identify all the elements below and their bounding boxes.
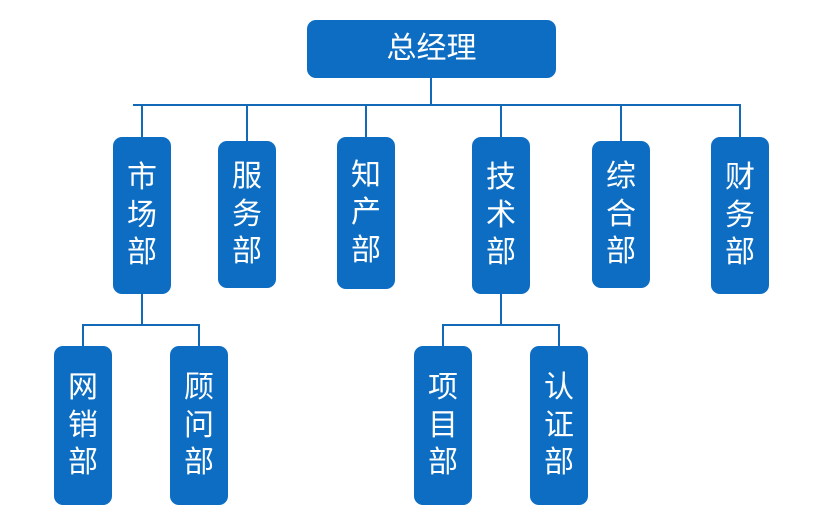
connector-level1-bus	[133, 104, 741, 106]
org-node-label-char: 目	[428, 408, 458, 442]
org-node-label-char: 部	[606, 235, 636, 269]
org-node-label-char: 销	[68, 408, 98, 442]
org-node-project[interactable]: 项目部	[414, 346, 472, 505]
org-node-label-char: 顾	[184, 371, 214, 405]
connector-drop-general	[620, 104, 622, 142]
org-node-label-char: 部	[351, 233, 381, 267]
org-node-tech[interactable]: 技术部	[472, 137, 530, 294]
connector-gm-stem	[430, 78, 432, 105]
org-node-cert[interactable]: 认证部	[530, 346, 588, 505]
org-node-label-char: 证	[544, 408, 574, 442]
connector-drop-cert	[558, 324, 560, 347]
org-node-label-char: 务	[232, 197, 262, 231]
org-node-label-char: 部	[428, 446, 458, 480]
connector-marketing-bus	[82, 324, 200, 326]
connector-tech-stem	[500, 294, 502, 325]
org-node-label-char: 项	[428, 371, 458, 405]
org-node-label-char: 服	[232, 160, 262, 194]
org-node-label-char: 市	[127, 161, 157, 195]
org-node-label-char: 部	[127, 236, 157, 270]
org-node-label-char: 部	[544, 446, 574, 480]
org-node-gm[interactable]: 总经理	[307, 20, 556, 78]
org-node-label-char: 网	[68, 371, 98, 405]
connector-drop-ip	[365, 104, 367, 138]
org-node-label-char: 知	[351, 158, 381, 192]
connector-drop-online	[82, 324, 84, 347]
connector-drop-finance	[739, 104, 741, 138]
org-node-label-char: 合	[606, 197, 636, 231]
org-node-label-char: 部	[184, 446, 214, 480]
org-node-online[interactable]: 网销部	[54, 346, 112, 505]
org-node-finance[interactable]: 财务部	[711, 137, 769, 294]
org-node-consult[interactable]: 顾问部	[170, 346, 228, 505]
org-node-label-char: 部	[725, 236, 755, 270]
org-node-label-char: 务	[725, 198, 755, 232]
connector-drop-project	[442, 324, 444, 347]
connector-tech-bus	[442, 324, 560, 326]
org-node-label-char: 部	[68, 446, 98, 480]
org-node-ip[interactable]: 知产部	[337, 137, 395, 289]
org-node-label-char: 部	[232, 235, 262, 269]
connector-drop-service	[246, 104, 248, 142]
org-node-label-char: 术	[486, 198, 516, 232]
connector-drop-tech	[500, 104, 502, 138]
connector-drop-marketing	[141, 104, 143, 138]
org-node-label-char: 认	[544, 371, 574, 405]
org-node-service[interactable]: 服务部	[218, 141, 276, 288]
org-node-marketing[interactable]: 市场部	[113, 137, 171, 294]
org-node-general[interactable]: 综合部	[592, 141, 650, 288]
org-node-label-char: 问	[184, 408, 214, 442]
org-node-label-char: 财	[725, 161, 755, 195]
org-node-label: 总经理	[386, 32, 477, 66]
org-node-label-char: 部	[486, 236, 516, 270]
connector-marketing-stem	[141, 294, 143, 325]
org-node-label-char: 场	[127, 198, 157, 232]
org-node-label-char: 技	[486, 161, 516, 195]
connector-drop-consult	[198, 324, 200, 347]
org-node-label-char: 综	[606, 160, 636, 194]
org-node-label-char: 产	[351, 196, 381, 230]
